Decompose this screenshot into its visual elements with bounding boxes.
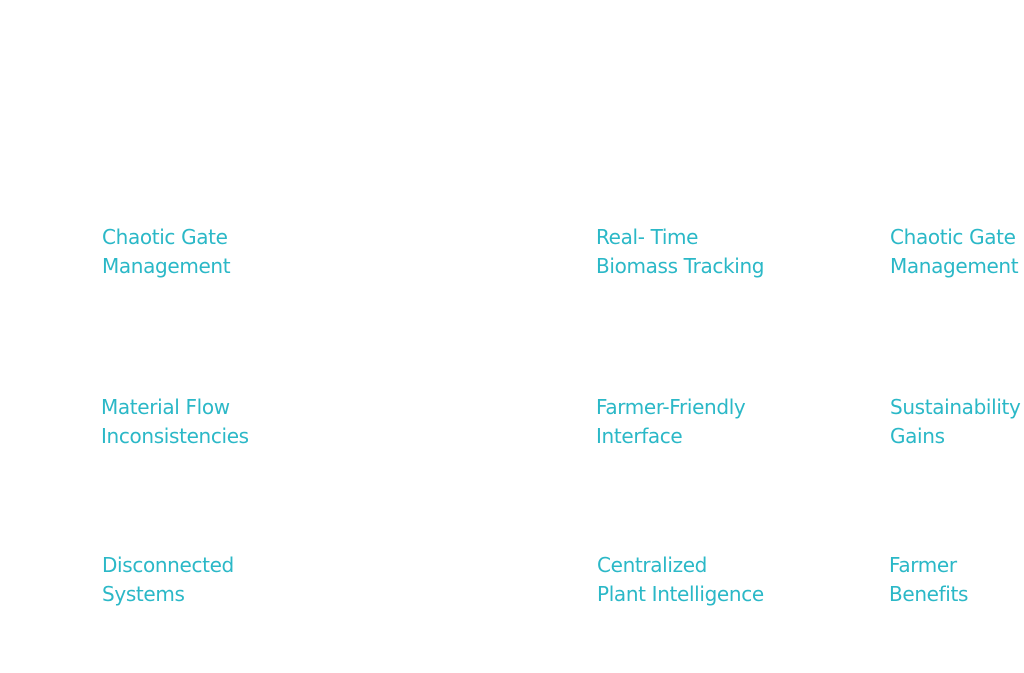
item-title-line-2: Interface (596, 423, 683, 448)
challenge-chaotic-gate-management: Chaotic Gate Management (102, 223, 231, 280)
item-title-line-2: Gains (890, 423, 945, 448)
item-title-line-2: Benefits (889, 581, 969, 606)
item-title-line-1: Sustainability (890, 395, 1021, 419)
challenge-material-flow-inconsistencies: Material Flow Inconsistencies (101, 393, 249, 450)
item-title-line-2: Inconsistencies (101, 423, 249, 448)
item-title-line-1: Farmer (889, 553, 957, 577)
item-title-line-1: Farmer-Friendly (596, 395, 746, 419)
item-title-line-2: Management (102, 253, 231, 278)
item-title-line-2: Systems (102, 581, 185, 606)
challenge-disconnected-systems: Disconnected Systems (102, 551, 234, 608)
solution-farmer-friendly-interface: Farmer-Friendly Interface (596, 393, 746, 450)
item-title-line-2: Plant Intelligence (597, 581, 764, 606)
benefit-farmer-benefits: Farmer Benefits (889, 551, 968, 608)
item-title-line-1: Chaotic Gate (890, 225, 1016, 249)
item-title-line-1: Chaotic Gate (102, 225, 228, 249)
item-title-line-1: Material Flow (101, 395, 230, 419)
solution-centralized-plant-intelligence: Centralized Plant Intelligence (597, 551, 764, 608)
item-title-line-2: Biomass Tracking (596, 253, 765, 278)
solution-real-time-biomass-tracking: Real- Time Biomass Tracking (596, 223, 764, 280)
item-title-line-1: Centralized (597, 553, 708, 577)
benefit-chaotic-gate-management: Chaotic Gate Management (890, 223, 1019, 280)
item-title-line-1: Disconnected (102, 553, 234, 577)
item-title-line-2: Management (890, 253, 1019, 278)
item-title-line-1: Real- Time (596, 225, 699, 249)
benefit-sustainability-gains: Sustainability Gains (890, 393, 1021, 450)
